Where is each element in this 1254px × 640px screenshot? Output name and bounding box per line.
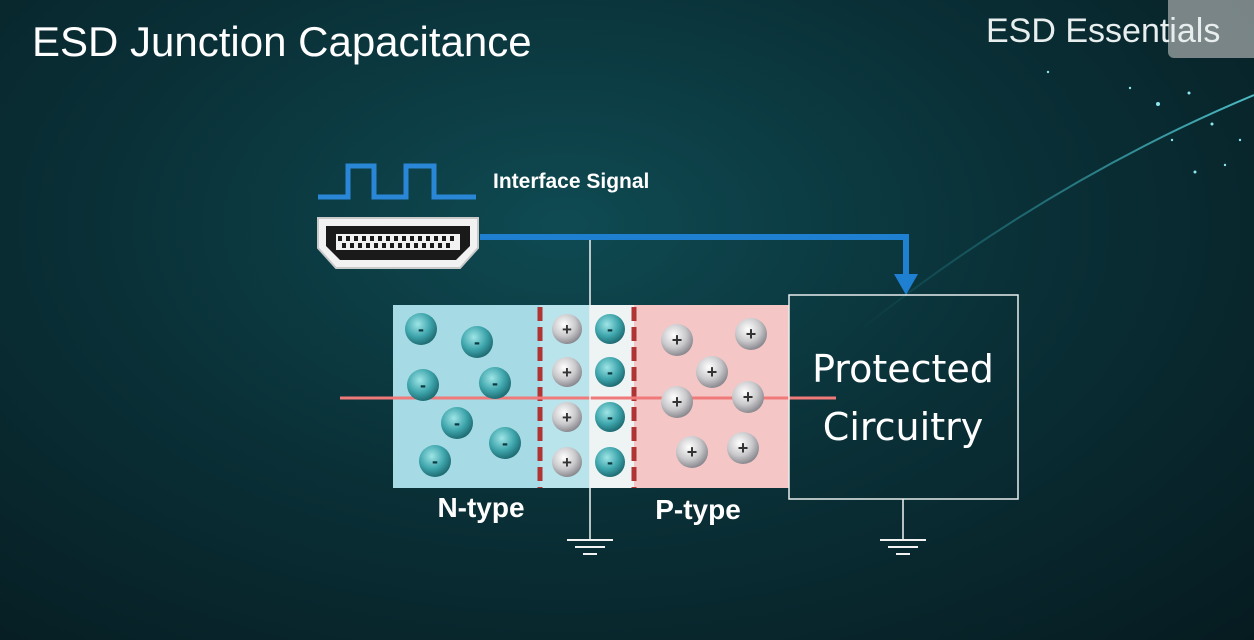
positive-charge: + (732, 381, 764, 413)
svg-text:-: - (492, 373, 498, 393)
negative-ion: - (595, 402, 625, 432)
svg-text:-: - (502, 433, 508, 453)
positive-charge: + (735, 318, 767, 350)
ground-icon (567, 539, 613, 555)
svg-text:-: - (607, 452, 613, 472)
brand-label: ESD Essentials (986, 12, 1221, 50)
svg-text:-: - (432, 451, 438, 471)
positive-charge: + (676, 436, 708, 468)
positive-charge: + (661, 324, 693, 356)
ground-icon (880, 539, 926, 555)
svg-text:+: + (746, 324, 757, 344)
p-type-label: P-type (655, 494, 741, 525)
positive-charge: + (696, 356, 728, 388)
n-type-label: N-type (437, 492, 524, 523)
svg-text:+: + (562, 453, 572, 472)
p-charges: + + + + + + + (661, 318, 767, 468)
video-thumbnail-overlay (1168, 0, 1254, 58)
svg-text:+: + (562, 363, 572, 382)
positive-ion: + (552, 314, 582, 344)
svg-text:+: + (562, 408, 572, 427)
svg-text:+: + (738, 438, 749, 458)
signal-arrowhead (894, 274, 918, 295)
negative-charge: - (489, 427, 521, 459)
svg-text:-: - (454, 413, 460, 433)
positive-ion: + (552, 447, 582, 477)
positive-charge: + (727, 432, 759, 464)
positive-ion: + (552, 357, 582, 387)
depletion-positive-ions: + + + + (552, 314, 582, 477)
negative-charge: - (479, 367, 511, 399)
svg-text:+: + (687, 442, 698, 462)
interface-signal-label: Interface Signal (493, 170, 649, 193)
svg-text:+: + (707, 362, 718, 382)
hdmi-connector-icon (317, 217, 479, 269)
svg-text:-: - (418, 319, 424, 339)
decorative-stars (1046, 70, 1242, 174)
negative-charge: - (407, 369, 439, 401)
negative-charge: - (441, 407, 473, 439)
positive-ion: + (552, 402, 582, 432)
negative-charge: - (405, 313, 437, 345)
svg-text:-: - (420, 375, 426, 395)
negative-ion: - (595, 314, 625, 344)
svg-text:-: - (607, 319, 613, 339)
negative-charge: - (461, 326, 493, 358)
svg-text:+: + (672, 330, 683, 350)
n-charges: - - - - - - - (405, 313, 521, 477)
svg-text:-: - (607, 362, 613, 382)
positive-charge: + (661, 386, 693, 418)
svg-text:+: + (743, 387, 754, 407)
negative-charge: - (419, 445, 451, 477)
decorative-streak (859, 94, 1254, 331)
depletion-negative-ions: - - - - (595, 314, 625, 477)
svg-text:-: - (474, 332, 480, 352)
negative-ion: - (595, 447, 625, 477)
svg-text:+: + (672, 392, 683, 412)
negative-ion: - (595, 357, 625, 387)
protected-label-line2: Circuitry (823, 405, 983, 449)
slide-title: ESD Junction Capacitance (32, 18, 532, 65)
svg-text:-: - (607, 407, 613, 427)
svg-text:+: + (562, 320, 572, 339)
protected-label-line1: Protected (812, 347, 994, 391)
square-wave-icon (318, 163, 476, 200)
signal-line (480, 234, 909, 278)
